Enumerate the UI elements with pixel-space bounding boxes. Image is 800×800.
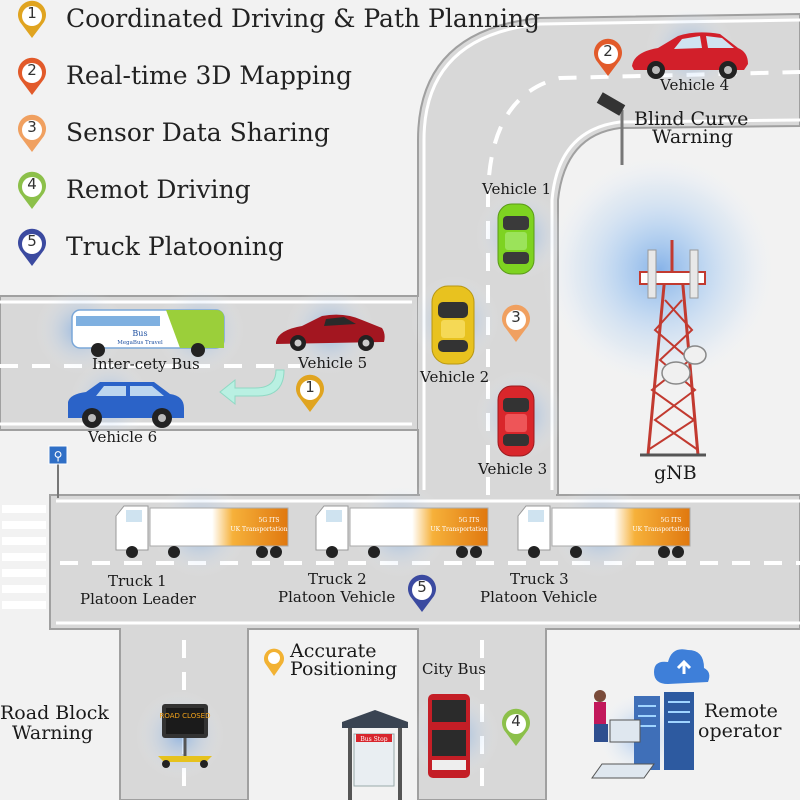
legend-pin-icon: 2 — [16, 57, 48, 97]
vehicle-4-label: Vehicle 4 — [660, 76, 730, 94]
pin-2: 2 — [592, 38, 624, 78]
pin-5-number: 5 — [417, 578, 427, 596]
pin-5: 5 — [406, 574, 438, 614]
legend-text: Sensor Data Sharing — [66, 118, 330, 147]
legend-pin-number: 1 — [27, 4, 37, 22]
pin-3-number: 3 — [511, 308, 521, 326]
gnb-tower — [639, 240, 707, 457]
vehicle-2-car — [431, 285, 475, 365]
pedestrian-sign: ⚲ — [48, 445, 68, 498]
bus-stop-shelter: Bus Stop — [342, 710, 408, 800]
legend-text: Truck Platooning — [66, 232, 284, 261]
pin-1: 1 — [294, 374, 326, 414]
pin-1-number: 1 — [305, 378, 315, 396]
truck-2: 5G ITS UK Transportation — [315, 505, 489, 558]
city-bus-label: City Bus — [422, 660, 486, 678]
gnb-label: gNB — [654, 462, 697, 484]
truck-1-brand-1: 5G ITS — [259, 517, 280, 524]
truck-3-brand-2: UK Transportation — [633, 526, 690, 533]
vehicle-5-car — [276, 314, 385, 351]
blind-curve-label-2: Warning — [652, 126, 734, 148]
legend-pin-number: 3 — [27, 118, 37, 136]
vehicle-3-car — [497, 385, 535, 457]
positioning-pin-icon — [262, 646, 286, 678]
vehicle-6-label: Vehicle 6 — [88, 428, 158, 446]
truck-2-brand-2: UK Transportation — [431, 526, 488, 533]
legend-pin-icon: 5 — [16, 228, 48, 268]
legend-pin-icon: 1 — [16, 0, 48, 40]
truck-2-label: Truck 2 — [308, 570, 367, 588]
remote-label-1: Remote — [704, 700, 778, 722]
road-block-label-1: Road Block — [0, 702, 109, 724]
bus-label: Inter-cety Bus — [92, 355, 200, 373]
truck-3-brand-1: 5G ITS — [661, 517, 682, 524]
vehicle-6-car — [68, 382, 184, 428]
truck-2-role: Platoon Vehicle — [278, 588, 396, 606]
bus-stop-text: Bus Stop — [360, 736, 387, 743]
truck-3-label: Truck 3 — [510, 570, 569, 588]
bus-sub-text: MegaBus Travel — [117, 340, 163, 346]
truck-1-label: Truck 1 — [108, 572, 167, 590]
legend-text: Coordinated Driving & Path Planning — [66, 4, 541, 33]
truck-1-brand-2: UK Transportation — [231, 526, 288, 533]
legend-text: Remot Driving — [66, 175, 251, 204]
accurate-label-1: Accurate — [290, 640, 377, 662]
vehicle-3-label: Vehicle 3 — [478, 460, 548, 478]
pin-3: 3 — [500, 304, 532, 344]
legend-pin-number: 4 — [27, 175, 37, 193]
blind-curve-sign — [596, 92, 626, 165]
legend-text: Real-time 3D Mapping — [66, 61, 352, 90]
vehicle-2-label: Vehicle 2 — [420, 368, 490, 386]
vehicle-5-label: Vehicle 5 — [298, 354, 368, 372]
remote-operator-station — [591, 649, 710, 779]
truck-3-role: Platoon Vehicle — [480, 588, 598, 606]
road-seams — [121, 297, 556, 633]
road-closed-text: ROAD CLOSED — [160, 712, 211, 720]
svg-text:⚲: ⚲ — [54, 449, 63, 463]
legend-pin-icon: 4 — [16, 171, 48, 211]
bus-brand-text: Bus — [132, 329, 147, 338]
city-bus — [428, 694, 470, 778]
turn-arrow — [219, 369, 285, 406]
remote-label-2: operator — [698, 720, 782, 742]
intercity-bus: Bus MegaBus Travel — [71, 309, 225, 357]
truck-1: 5G ITS UK Transportation — [115, 505, 289, 558]
pin-4-number: 4 — [511, 712, 521, 730]
road-closed-sign: ROAD CLOSED — [158, 704, 212, 768]
zebra-crossing — [2, 505, 46, 609]
road-block-label-2: Warning — [12, 722, 94, 744]
truck-1-role: Platoon Leader — [80, 590, 196, 608]
vehicle-1-car — [497, 203, 535, 275]
legend-pin-number: 2 — [27, 61, 37, 79]
pin-2-number: 2 — [603, 42, 613, 60]
accurate-label-2: Positioning — [290, 658, 398, 680]
truck-2-brand-1: 5G ITS — [459, 517, 480, 524]
vehicle-4-car — [632, 32, 748, 79]
legend-pin-icon: 3 — [16, 114, 48, 154]
blind-curve-label-1: Blind Curve — [634, 108, 749, 130]
vehicle-1-label: Vehicle 1 — [482, 180, 552, 198]
pin-4: 4 — [500, 708, 532, 748]
legend-pin-number: 5 — [27, 232, 37, 250]
truck-3: 5G ITS UK Transportation — [517, 505, 691, 558]
